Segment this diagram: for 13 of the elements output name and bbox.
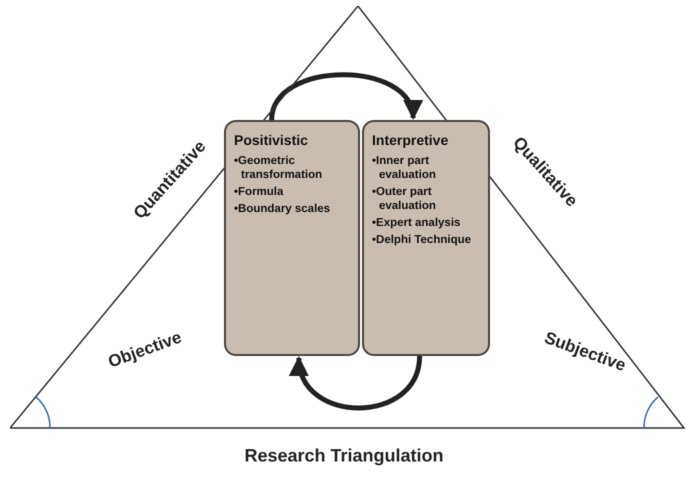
bullet-item: •Outer part evaluation: [372, 185, 437, 213]
paradigm-card: [224, 120, 360, 356]
bullet-item: •Delphi Technique: [372, 233, 472, 247]
paradigm-card: [362, 120, 490, 356]
card-heading: Interpretive: [372, 132, 450, 148]
bullet-item: •Formula: [234, 185, 284, 199]
bullet-item: •Boundary scales: [234, 202, 332, 216]
caption: Research Triangulation: [244, 446, 444, 466]
bullet-item: •Expert analysis: [372, 216, 462, 230]
bullet-item: •Geometric transformation: [234, 154, 324, 182]
card-heading: Positivistic: [234, 132, 309, 148]
bullet-item: •Inner part evaluation: [372, 154, 437, 182]
curved-arrow: [292, 356, 422, 410]
